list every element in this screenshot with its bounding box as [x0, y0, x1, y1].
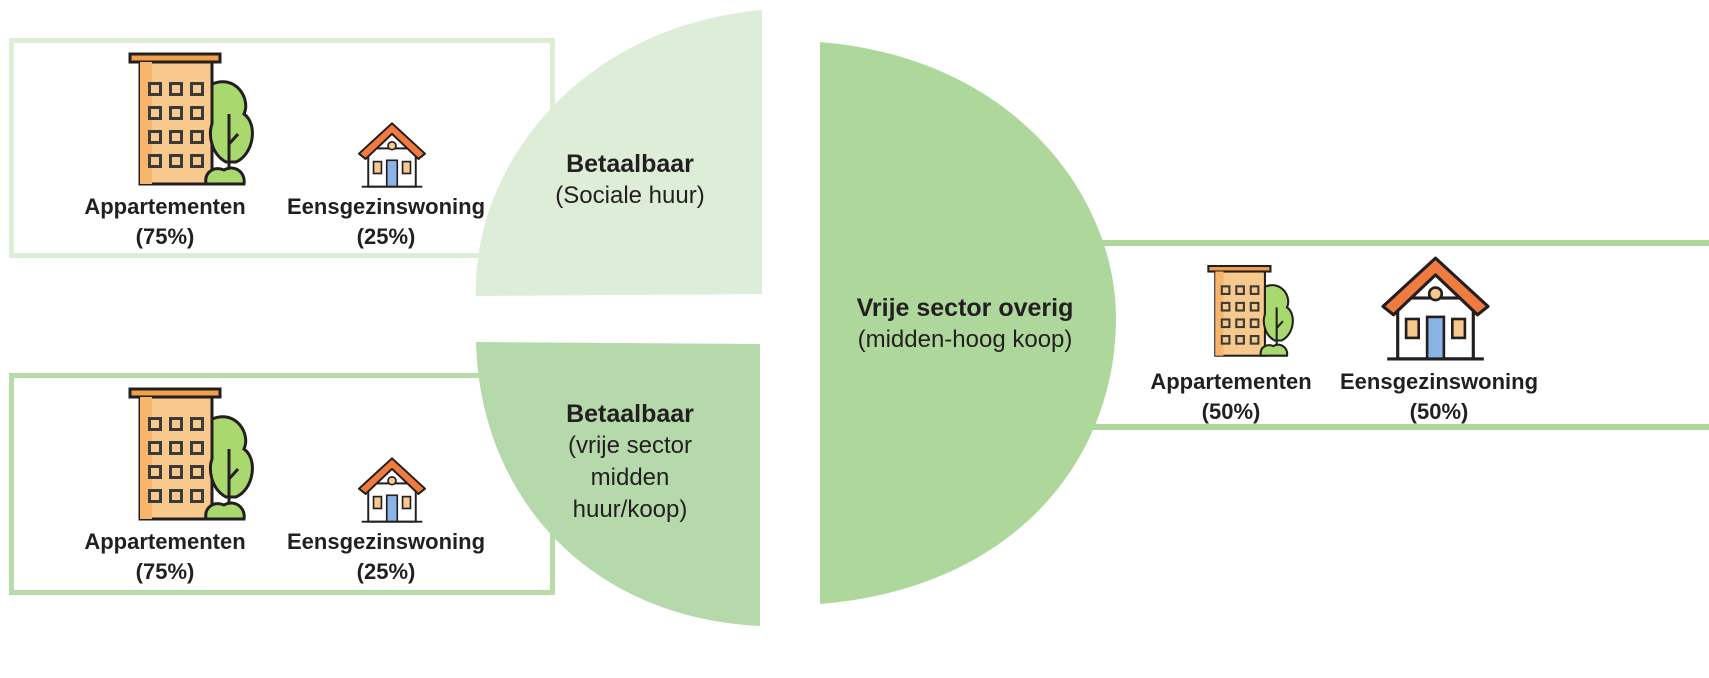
house-icon [358, 122, 426, 188]
item-label-eensgezinswoning: Eensgezinswoning (50%) [1339, 369, 1539, 424]
house-icon [1381, 256, 1490, 361]
section-3-half-disc [820, 42, 1116, 604]
apartment-building-icon [128, 387, 254, 521]
section-2-box [9, 373, 555, 595]
section-2-title: Betaalbaar (vrije sector midden huur/koo… [566, 400, 694, 523]
apartment-building-icon [1207, 264, 1294, 357]
section-1-box [9, 38, 555, 258]
item-label-appartementen: Appartementen (75%) [84, 194, 246, 249]
item-label-eensgezinswoning: Eensgezinswoning (25%) [286, 194, 486, 249]
section-1-half-disc [475, 10, 762, 296]
section-1-title: Betaalbaar (Sociale huur) [555, 150, 705, 209]
section-2-half-disc [476, 342, 760, 626]
item-label-appartementen: Appartementen (50%) [1150, 369, 1312, 424]
section-3-title: Vrije sector overig (midden-hoog koop) [856, 294, 1074, 353]
item-label-eensgezinswoning: Eensgezinswoning (25%) [286, 529, 486, 584]
apartment-building-icon [128, 52, 254, 186]
house-icon [358, 457, 426, 523]
item-label-appartementen: Appartementen (75%) [84, 529, 246, 584]
